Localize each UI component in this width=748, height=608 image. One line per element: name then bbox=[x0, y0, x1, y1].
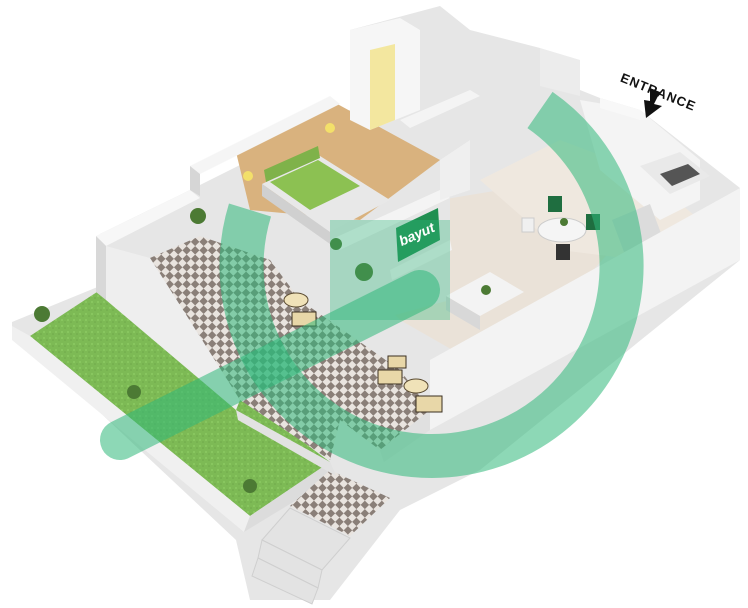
chair-icon bbox=[387, 355, 407, 369]
plant-icon bbox=[34, 306, 50, 322]
bedroom-walls bbox=[190, 18, 420, 196]
entry-steps bbox=[251, 507, 351, 605]
lamp-icon bbox=[325, 123, 335, 133]
terrace-furniture bbox=[283, 292, 443, 413]
terrace-walls bbox=[96, 190, 336, 476]
plant-icon bbox=[127, 385, 141, 399]
chair-icon bbox=[556, 244, 570, 260]
plant-icon bbox=[560, 218, 568, 226]
bed bbox=[262, 146, 390, 244]
chair-icon bbox=[377, 369, 403, 385]
plant-icon bbox=[355, 263, 373, 281]
plant-icon bbox=[243, 479, 257, 493]
plant-icon bbox=[330, 238, 342, 250]
dining-set bbox=[521, 196, 600, 260]
lamp-icon bbox=[243, 171, 253, 181]
plant-icon bbox=[481, 285, 491, 295]
entrance-arrow-icon bbox=[644, 88, 662, 118]
plants bbox=[34, 208, 568, 493]
bayut-watermark-icon bbox=[100, 91, 644, 479]
chair-icon bbox=[548, 196, 562, 212]
tv-unit bbox=[390, 208, 452, 280]
chair-icon bbox=[521, 217, 535, 233]
chair-icon bbox=[415, 395, 443, 413]
plant-icon bbox=[190, 208, 206, 224]
entry-landing bbox=[290, 470, 390, 536]
